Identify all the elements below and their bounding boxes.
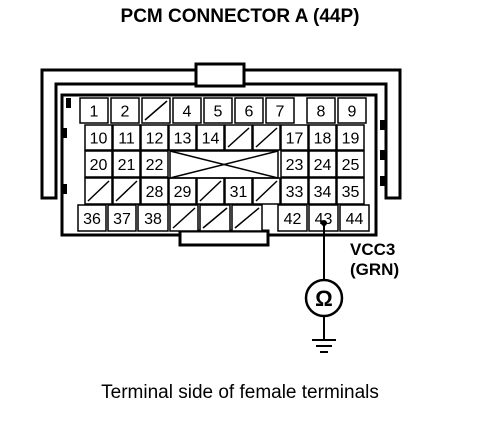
unused-terminal-slash — [87, 180, 110, 202]
terminal-cell-5 — [203, 97, 233, 124]
terminal-label-24: 24 — [314, 157, 332, 174]
terminal-label-20: 20 — [90, 157, 108, 174]
terminal-cell-21 — [112, 150, 141, 178]
wire-color: (GRN) — [350, 260, 400, 279]
terminal-label-5: 5 — [214, 104, 223, 121]
terminal-cell-2 — [110, 97, 140, 124]
latch-tab — [194, 62, 246, 88]
terminal-cell-25 — [336, 150, 365, 178]
unused-terminal-slash — [172, 207, 196, 229]
terminal-label-11: 11 — [118, 131, 135, 148]
terminal-cell-11 — [112, 124, 141, 151]
terminal-label-42: 42 — [284, 211, 302, 228]
terminal-label-8: 8 — [317, 104, 326, 121]
unused-terminal-slash — [234, 207, 260, 229]
terminal-cell-44 — [339, 204, 370, 232]
terminal-label-2: 2 — [121, 104, 130, 121]
probe-label: VCC3 (GRN) — [350, 240, 430, 280]
terminal-label-18: 18 — [314, 131, 332, 148]
terminal-label-12: 12 — [146, 131, 164, 148]
unused-terminal-slash — [199, 180, 222, 202]
connector-title: PCM CONNECTOR A (44P) — [120, 6, 360, 27]
terminal-cell-6 — [234, 97, 264, 124]
terminal-label-34: 34 — [314, 184, 332, 201]
terminal-cell-7 — [265, 97, 295, 124]
terminal-label-37: 37 — [113, 211, 131, 228]
left-nub-2 — [62, 184, 67, 194]
blank-area-cross — [169, 150, 279, 179]
unused-terminal-slash — [255, 127, 278, 148]
signal-name: VCC3 — [350, 240, 396, 259]
terminal-cell-33 — [280, 177, 309, 205]
terminal-cell-28 — [140, 177, 169, 205]
diagram-caption: Terminal side of female terminals — [101, 382, 379, 403]
terminal-cell-8 — [306, 97, 336, 124]
terminal-label-14: 14 — [202, 131, 220, 148]
terminal-label-35: 35 — [342, 184, 360, 201]
terminal-cell-35 — [336, 177, 365, 205]
terminal-cell-12 — [140, 124, 169, 151]
terminal-cell-13 — [168, 124, 197, 151]
right-nub-2 — [380, 150, 385, 160]
terminal-label-13: 13 — [174, 131, 192, 148]
terminal-cell-17 — [280, 124, 309, 151]
right-nub-1 — [380, 120, 385, 130]
terminal-cell-20 — [84, 150, 113, 178]
terminal-label-7: 7 — [276, 104, 285, 121]
terminal-cell-36 — [77, 204, 107, 232]
terminal-cell-18 — [308, 124, 337, 151]
terminal-cell-42 — [277, 204, 308, 232]
ground-icon — [312, 339, 336, 353]
terminal-label-25: 25 — [342, 157, 360, 174]
terminal-label-1: 1 — [90, 104, 99, 121]
right-nub-3 — [380, 176, 385, 186]
unused-terminal-slash — [227, 127, 250, 148]
terminal-cell-9 — [337, 97, 367, 124]
terminal-label-6: 6 — [245, 104, 254, 121]
left-nub-1 — [62, 128, 67, 138]
terminal-label-43: 43 — [315, 211, 333, 228]
terminal-label-23: 23 — [286, 157, 304, 174]
terminal-label-9: 9 — [348, 104, 357, 121]
terminal-label-21: 21 — [118, 157, 136, 174]
terminal-cell-24 — [308, 150, 337, 178]
terminal-cell-4 — [172, 97, 202, 124]
terminal-cell-10 — [84, 124, 113, 151]
left-housing-nub — [66, 98, 71, 108]
terminal-cell-37 — [107, 204, 137, 232]
terminal-label-19: 19 — [342, 131, 360, 148]
terminal-label-4: 4 — [183, 104, 192, 121]
terminal-cell-23 — [280, 150, 309, 178]
terminal-label-36: 36 — [83, 211, 101, 228]
terminal-label-38: 38 — [144, 211, 162, 228]
terminal-label-44: 44 — [346, 211, 364, 228]
terminal-cell-29 — [168, 177, 197, 205]
terminal-label-33: 33 — [286, 184, 304, 201]
terminal-cell-1 — [79, 97, 109, 124]
terminal-label-10: 10 — [90, 131, 108, 148]
terminal-label-28: 28 — [146, 184, 164, 201]
unused-terminal-slash — [255, 180, 278, 202]
unused-terminal-slash — [202, 207, 228, 229]
unused-terminal-slash — [144, 100, 168, 121]
terminal-cell-22 — [140, 150, 169, 178]
terminal-cell-19 — [336, 124, 365, 151]
bottom-key — [178, 229, 270, 247]
ohm-icon: Ω — [315, 286, 333, 311]
terminal-cell-34 — [308, 177, 337, 205]
terminal-cell-38 — [137, 204, 169, 232]
terminal-cell-14 — [196, 124, 225, 151]
connector-housing — [40, 68, 402, 200]
terminal-label-22: 22 — [146, 157, 164, 174]
terminal-cell-31 — [224, 177, 253, 205]
terminal-label-31: 31 — [230, 184, 248, 201]
terminal-label-29: 29 — [174, 184, 192, 201]
unused-terminal-slash — [115, 180, 138, 202]
terminal-label-17: 17 — [286, 131, 304, 148]
